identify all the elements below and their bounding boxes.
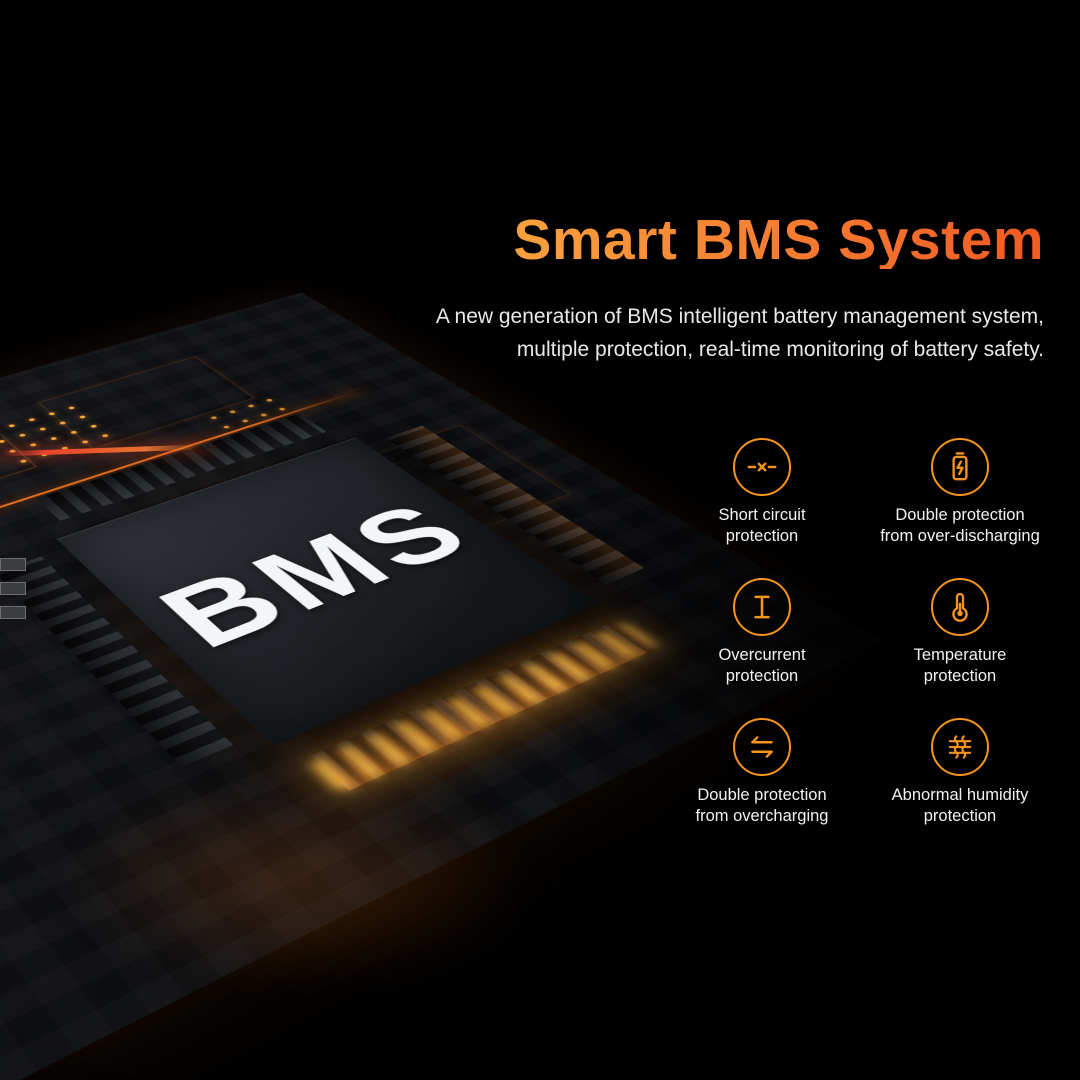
feature-overcurrent-protection: Overcurrent protection [663, 577, 861, 688]
feature-label-line-1: Double protection [895, 506, 1025, 524]
feature-overcharge-protection: Double protection from overcharging [663, 717, 861, 828]
feature-humidity-protection: Abnormal humidity protection [861, 717, 1059, 828]
led-dot-grid [198, 393, 310, 446]
feature-label-line-1: Abnormal humidity [891, 785, 1029, 804]
swap-arrows-icon [733, 717, 791, 776]
feature-label-line-1: Temperature [913, 645, 1007, 664]
current-icon [733, 577, 791, 636]
feature-label-line-2: from overcharging [695, 807, 829, 826]
bms-chip: BMS [0, 380, 781, 886]
feature-over-discharge-protection: Double protection from over-discharging [861, 438, 1059, 548]
feature-label-line-1: Short circuit [718, 506, 806, 524]
chip-pins-bottom [311, 624, 647, 791]
ambient-orange-glow [40, 760, 560, 1000]
feature-label: Short circuit protection [718, 505, 805, 548]
feature-label: Double protection from over-discharging [880, 505, 1040, 548]
chip-pins-right [386, 425, 645, 585]
subtitle: A new generation of BMS intelligent batt… [436, 301, 1044, 366]
edge-connector-pad [0, 558, 26, 571]
page-title: Smart BMS System [513, 208, 1044, 272]
short-circuit-icon [733, 438, 791, 496]
trace-rectangle [37, 356, 256, 450]
trace-rectangle [0, 407, 38, 550]
chip-pins-left [0, 556, 234, 767]
subtitle-line-1: A new generation of BMS intelligent batt… [435, 305, 1044, 328]
feature-label-line-2: protection [923, 667, 997, 686]
feature-label: Abnormal humidity protection [892, 785, 1029, 828]
feature-label: Overcurrent protection [718, 645, 805, 688]
edge-connector-pad [0, 582, 26, 595]
feature-label: Double protection from overcharging [696, 785, 829, 828]
edge-connector-pad [0, 606, 26, 619]
chip-label: BMS [134, 487, 501, 668]
feature-short-circuit-protection: Short circuit protection [663, 438, 861, 548]
feature-label-line-2: protection [923, 807, 997, 826]
molten-solder-glow [308, 621, 659, 793]
feature-grid: Short circuit protection Double protecti… [663, 438, 1059, 828]
battery-lightning-icon [931, 438, 989, 496]
led-dot-grid [0, 398, 132, 472]
feature-label-line-1: Overcurrent [718, 645, 806, 664]
humidity-icon [931, 717, 989, 776]
feature-temperature-protection: Temperature protection [861, 577, 1059, 688]
feature-label-line-1: Double protection [697, 785, 827, 804]
feature-label-line-2: from over-discharging [880, 527, 1040, 546]
feature-label-line-2: protection [725, 667, 799, 686]
feature-label-line-2: protection [725, 527, 799, 546]
glowing-trace-line [0, 388, 365, 604]
red-glow-line [0, 444, 211, 457]
thermometer-icon [931, 577, 989, 636]
trace-rectangle [274, 424, 572, 570]
subtitle-line-2: multiple protection, real-time monitorin… [516, 337, 1044, 361]
chip-face: BMS [56, 437, 601, 746]
chip-pins-top [36, 413, 327, 521]
feature-label: Temperature protection [914, 645, 1007, 688]
